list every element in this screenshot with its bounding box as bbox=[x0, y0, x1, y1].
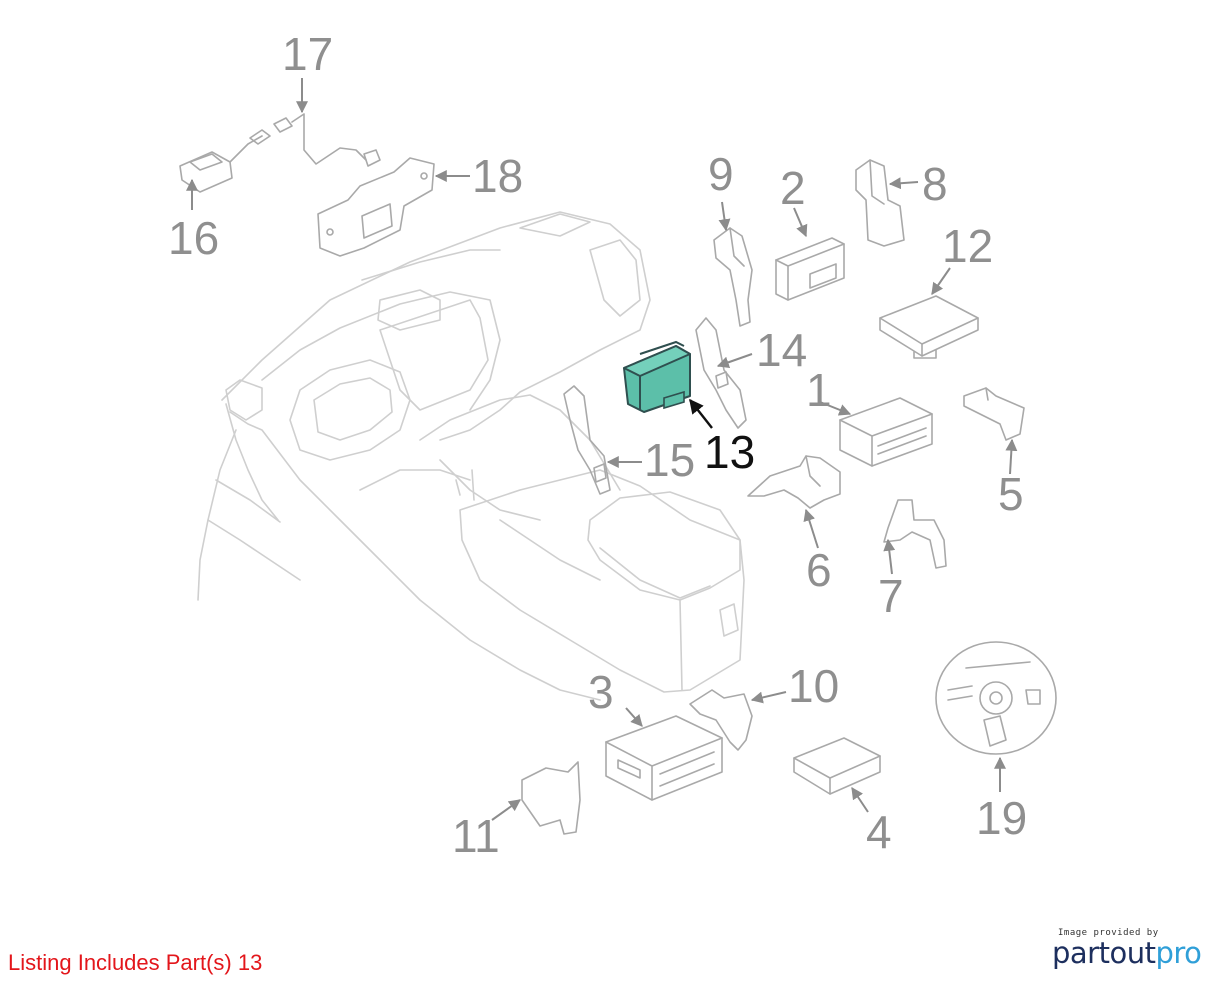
part-2-module bbox=[775, 237, 845, 301]
image-credit: Image provided by partoutpro bbox=[1052, 928, 1212, 970]
part-1-unit bbox=[839, 397, 933, 467]
part-9-bracket bbox=[713, 227, 753, 327]
part-14-bracket bbox=[695, 317, 747, 429]
leader-lines bbox=[186, 78, 1018, 821]
callout-15: 15 bbox=[644, 434, 695, 486]
part-18-bracket bbox=[317, 157, 435, 257]
callout-8: 8 bbox=[922, 158, 948, 210]
callout-13: 13 bbox=[704, 426, 755, 478]
part-6-bracket bbox=[747, 455, 841, 509]
callout-5: 5 bbox=[998, 468, 1024, 520]
callout-17: 17 bbox=[282, 28, 333, 80]
part-7-bracket bbox=[883, 499, 947, 569]
callout-9: 9 bbox=[708, 148, 734, 200]
part-13-unit[interactable] bbox=[623, 340, 691, 413]
callout-1: 1 bbox=[806, 364, 832, 416]
part-8-bracket bbox=[855, 159, 905, 247]
callout-14: 14 bbox=[756, 324, 807, 376]
brand-part2: pro bbox=[1155, 936, 1202, 970]
part-16-antenna bbox=[179, 135, 263, 193]
part-5-bracket bbox=[963, 387, 1025, 441]
callout-numbers: 1 2 3 4 5 6 7 8 9 10 11 12 13 14 15 16 1… bbox=[168, 28, 1027, 862]
callout-3: 3 bbox=[588, 666, 614, 718]
image-provided-by-text: Image provided by bbox=[1058, 928, 1159, 938]
callout-10: 10 bbox=[788, 660, 839, 712]
part-4-module bbox=[793, 737, 881, 795]
callout-11: 11 bbox=[452, 810, 500, 862]
part-3-unit bbox=[605, 715, 723, 801]
part-12-module bbox=[879, 295, 979, 359]
part-11-bracket bbox=[521, 761, 581, 835]
callout-19: 19 bbox=[976, 792, 1027, 844]
dashboard-outline bbox=[197, 211, 745, 701]
callout-16: 16 bbox=[168, 212, 219, 264]
callout-18: 18 bbox=[472, 150, 523, 202]
part-19-disc bbox=[935, 641, 1057, 755]
callout-2: 2 bbox=[780, 162, 806, 214]
listing-includes-text: Listing Includes Part(s) 13 bbox=[8, 950, 263, 975]
callout-4: 4 bbox=[866, 806, 892, 858]
part-17-harness bbox=[249, 113, 381, 167]
callout-6: 6 bbox=[806, 544, 832, 596]
partoutpro-logo: partoutpro bbox=[1052, 936, 1212, 970]
part-10-bracket bbox=[689, 689, 753, 751]
callout-12: 12 bbox=[942, 220, 993, 272]
callout-7: 7 bbox=[878, 570, 904, 622]
part-15-bracket bbox=[563, 385, 611, 495]
brand-part1: partout bbox=[1052, 936, 1156, 970]
